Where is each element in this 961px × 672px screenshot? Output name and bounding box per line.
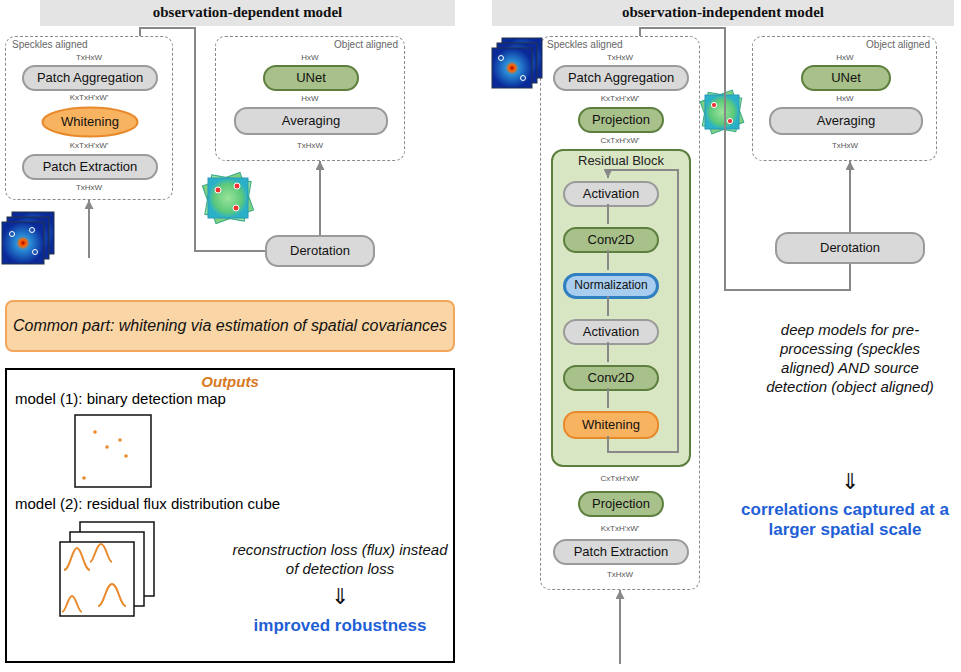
derotated-stack [202, 172, 253, 223]
group-heading: Object aligned [753, 37, 936, 51]
process-box: Activation [563, 181, 659, 207]
dimension-label: KxTxH'xW' [585, 524, 655, 534]
learned-box: Conv2D [563, 227, 659, 253]
group-heading: Speckles aligned [6, 37, 172, 51]
dimension-label: KxTxH'xW' [585, 94, 655, 104]
title-band: observation-dependent model [40, 0, 455, 26]
group-heading: Outputs [7, 370, 453, 390]
input-arrow [619, 590, 621, 664]
process-box: Patch Extraction [553, 539, 689, 565]
dimension-label: TxHxW [810, 141, 880, 151]
dimension-label: TxHxW [54, 53, 124, 63]
note-text: correlations captured at a larger spatia… [734, 500, 956, 540]
common-banner: Common part: whitening via estimation of… [5, 300, 455, 352]
note-text: improved robustness [225, 616, 455, 636]
node-label: UNet [831, 71, 861, 86]
node-label: Derotation [290, 244, 350, 259]
normalization-box: Normalization [563, 273, 659, 299]
node-label: Derotation [820, 241, 880, 256]
process-box: Averaging [234, 107, 388, 135]
connector [640, 28, 850, 290]
whitening-box: Whitening [563, 411, 659, 439]
dimension-label: HxW [275, 53, 345, 63]
learned-box: Projection [578, 491, 664, 517]
connector-group [140, 28, 265, 251]
process-box: Activation [563, 319, 659, 345]
node-label: UNet [296, 71, 326, 86]
dimension-label: CxTxH'xW' [585, 474, 655, 484]
node-label: Patch Extraction [574, 545, 669, 560]
dimension-label: HxW [275, 94, 345, 104]
speckle-stack [492, 38, 542, 88]
note-text: model (2): residual flux distribution cu… [15, 495, 435, 513]
group-heading: Object aligned [216, 37, 404, 51]
note-text: model (1): binary detection map [15, 390, 435, 408]
dimension-label: TxHxW [275, 141, 345, 151]
connector-group [850, 161, 851, 232]
node-label: Projection [592, 497, 650, 512]
node-label: Activation [583, 187, 639, 202]
dimension-label: HxW [810, 94, 880, 104]
note-text: ⇓ [320, 585, 360, 609]
node-label: Patch Extraction [43, 160, 138, 175]
dashed-group: Speckles alignedPatch AggregationProject… [540, 36, 700, 590]
node-label: Activation [583, 325, 639, 340]
input-arrow [88, 200, 90, 258]
dimension-label: KxTxH'xW' [54, 93, 124, 103]
group-heading: Speckles aligned [541, 37, 699, 51]
process-box: Patch Aggregation [22, 65, 158, 91]
dimension-label: TxHxW [585, 53, 655, 63]
process-box: Averaging [769, 107, 923, 135]
learned-box: UNet [263, 65, 359, 91]
whitening-ellipse: Whitening [41, 106, 139, 138]
node-label: Conv2D [588, 233, 635, 248]
node-label: Normalization [574, 279, 647, 293]
learned-box: UNet [801, 65, 891, 91]
node-label: observation-independent model [622, 4, 824, 21]
learned-box: Conv2D [563, 365, 659, 391]
note-text: reconstruction loss (flux) instead of de… [225, 540, 455, 578]
title-band: observation-independent model [492, 0, 954, 26]
note-text: deep models for pre-processing (speckles… [764, 320, 936, 396]
speckle-stack [2, 212, 54, 264]
connector [140, 28, 265, 251]
detection-map [75, 415, 151, 487]
node-label: Averaging [817, 114, 875, 129]
dimension-label: KxTxH'xW' [54, 141, 124, 151]
note-text: ⇓ [830, 470, 870, 494]
connector [319, 161, 321, 235]
process-box: Derotation [265, 235, 375, 267]
dimension-label: HxW [810, 53, 880, 63]
connector [849, 161, 851, 232]
process-box: Patch Aggregation [553, 65, 689, 91]
node-label: Projection [592, 113, 650, 128]
group-heading: Residual Block [553, 151, 689, 169]
connector-group [640, 28, 850, 290]
connector-group [320, 161, 321, 235]
derotated-stack [700, 90, 744, 134]
node-label: Patch Aggregation [568, 71, 674, 86]
process-box: Patch Extraction [22, 154, 158, 180]
node-label: Common part: whitening via estimation of… [13, 315, 447, 337]
ellipse-shape [43, 108, 138, 137]
dimension-label: TxHxW [54, 183, 124, 193]
node-label: Conv2D [588, 371, 635, 386]
node-label: Patch Aggregation [37, 71, 143, 86]
node-label: Whitening [582, 418, 640, 433]
node-label: observation-dependent model [153, 4, 343, 21]
flux-cube [60, 522, 154, 616]
residual-chain [608, 170, 678, 452]
node-label: Whitening [61, 115, 119, 130]
learned-box: Projection [578, 107, 664, 133]
process-box: Derotation [775, 232, 925, 264]
residual-panel: Residual BlockActivationConv2DNormalizat… [551, 149, 691, 467]
dimension-label: TxHxW [585, 570, 655, 580]
dimension-label: CxTxH'xW' [585, 136, 655, 146]
node-label: Averaging [282, 114, 340, 129]
